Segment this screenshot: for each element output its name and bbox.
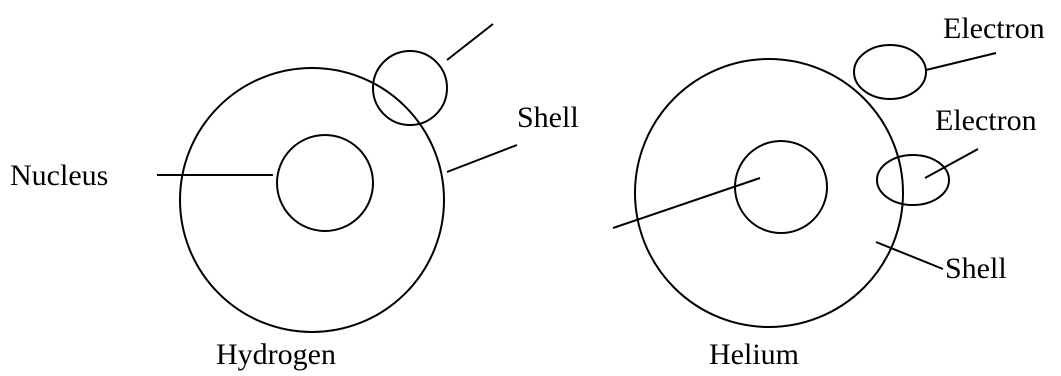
helium-electron-label-top: Electron [943,12,1045,45]
helium-shell-leader-line [876,242,943,269]
helium-electron-label-right: Electron [935,104,1037,137]
helium-nucleus [735,141,827,233]
hydrogen-shell-leader-line [447,145,517,172]
hydrogen-nucleus-label: Nucleus [10,159,108,192]
helium-electron-top-leader-line [926,53,996,70]
hydrogen-electron-leader-line [447,24,493,60]
helium-shell-label: Shell [945,252,1007,285]
hydrogen-title: Hydrogen [216,338,336,371]
helium-electron-right-leader-line [925,149,978,178]
hydrogen-nucleus [277,135,373,231]
hydrogen-shell [180,68,444,332]
helium-electron-top [854,45,926,99]
hydrogen-atom: Nucleus Shell Hydrogen [10,24,579,371]
helium-electron-right [877,155,949,205]
helium-title: Helium [709,338,799,371]
hydrogen-shell-label: Shell [517,101,579,134]
hydrogen-electron [373,51,447,125]
helium-atom: Electron Electron Shell Helium [613,12,1045,371]
helium-shell [635,59,903,327]
